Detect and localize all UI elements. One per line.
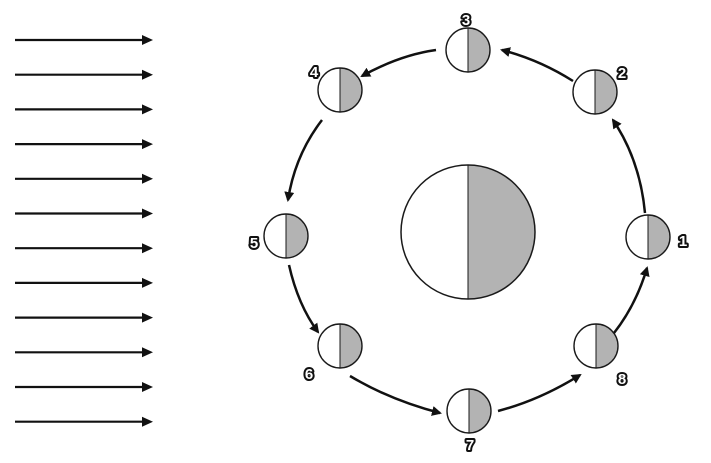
moon-position-label: 5	[250, 235, 258, 252]
orbit-arrow-2-to-3	[500, 47, 574, 83]
orbit-arrow-1-to-2	[611, 118, 647, 214]
moon-5-dark-half	[286, 214, 308, 258]
moon-1-outline	[625, 214, 671, 260]
orbit-arrow-6-to-7	[349, 374, 442, 416]
moon-7-dark-half	[469, 389, 491, 433]
moon-position-1: 1	[625, 214, 689, 260]
orbit-arrow-8-to-1	[613, 266, 650, 334]
sunlight-rays	[15, 35, 153, 427]
sunlight-ray-arrowhead	[142, 35, 153, 45]
sunlight-ray-arrowhead	[142, 139, 153, 150]
moon-4-dark-half	[340, 68, 362, 112]
moon-position-label: 2	[618, 65, 626, 82]
moon-3	[445, 27, 491, 73]
moon-position-6: 6	[303, 323, 363, 385]
moon-2-dark-half	[595, 70, 617, 114]
orbit-arrow-5-to-6	[287, 264, 320, 334]
orbit-arrow-3-to-4	[360, 48, 437, 78]
moon-7	[446, 388, 492, 434]
moon-5-lit-half	[264, 214, 286, 258]
sunlight-ray-arrowhead	[142, 347, 153, 358]
moon-6-dark-half	[340, 324, 362, 368]
sunlight-ray-arrowhead	[142, 69, 153, 80]
moon-4-lit-half	[318, 68, 340, 112]
moon-1-dark-half	[648, 215, 670, 259]
sunlight-ray-arrowhead	[142, 382, 153, 392]
moon-4	[317, 67, 363, 113]
sunlight-ray-arrowhead	[142, 277, 153, 288]
earth-body-outline	[400, 164, 536, 300]
moon-7-outline	[446, 388, 492, 434]
moon-4-outline	[317, 67, 363, 113]
earth-body-dark-half	[468, 165, 535, 299]
earth	[400, 164, 536, 300]
sunlight-ray-arrowhead	[142, 104, 153, 115]
sunlight-ray-arrowhead	[142, 173, 153, 184]
earth-body	[400, 164, 536, 300]
moon-8-dark-half	[596, 324, 618, 368]
moon-position-8: 8	[573, 323, 628, 390]
moon-3-lit-half	[446, 28, 468, 72]
moon-positions: 1 2 3 4 5 6 7 8	[248, 10, 689, 456]
orbit-arrows	[284, 47, 650, 416]
sunlight-ray-arrowhead	[142, 243, 153, 254]
moon-1	[625, 214, 671, 260]
sunlight-ray-arrowhead	[142, 208, 153, 219]
earth-body-lit-half	[401, 165, 468, 299]
moon-8-outline	[573, 323, 619, 369]
moon-6	[317, 323, 363, 369]
moon-5-outline	[263, 213, 309, 259]
moon-position-5: 5	[248, 213, 309, 259]
moon-position-2: 2	[572, 63, 628, 115]
moon-position-4: 4	[308, 62, 363, 113]
moon-position-label: 8	[618, 371, 626, 388]
moon-position-label: 7	[466, 437, 474, 454]
orbit-arrow-7-to-8	[497, 373, 582, 413]
moon-2	[572, 69, 618, 115]
moon-position-label: 3	[462, 12, 470, 29]
moon-8	[573, 323, 619, 369]
moon-3-outline	[445, 27, 491, 73]
moon-3-dark-half	[468, 28, 490, 72]
moon-position-label: 4	[310, 64, 319, 81]
moon-7-lit-half	[447, 389, 469, 433]
moon-position-label: 6	[305, 366, 313, 383]
sunlight-ray-arrowhead	[142, 416, 153, 427]
moon-6-lit-half	[318, 324, 340, 368]
moon-position-label: 1	[679, 233, 687, 250]
moon-2-lit-half	[573, 70, 595, 114]
moon-position-7: 7	[446, 388, 492, 456]
moon-2-outline	[572, 69, 618, 115]
moon-8-lit-half	[574, 324, 596, 368]
moon-position-3: 3	[445, 10, 491, 73]
moon-5	[263, 213, 309, 259]
orbit-arrow-4-to-5	[284, 119, 323, 202]
moon-6-outline	[317, 323, 363, 369]
moon-1-lit-half	[626, 215, 648, 259]
sunlight-ray-arrowhead	[142, 312, 153, 323]
